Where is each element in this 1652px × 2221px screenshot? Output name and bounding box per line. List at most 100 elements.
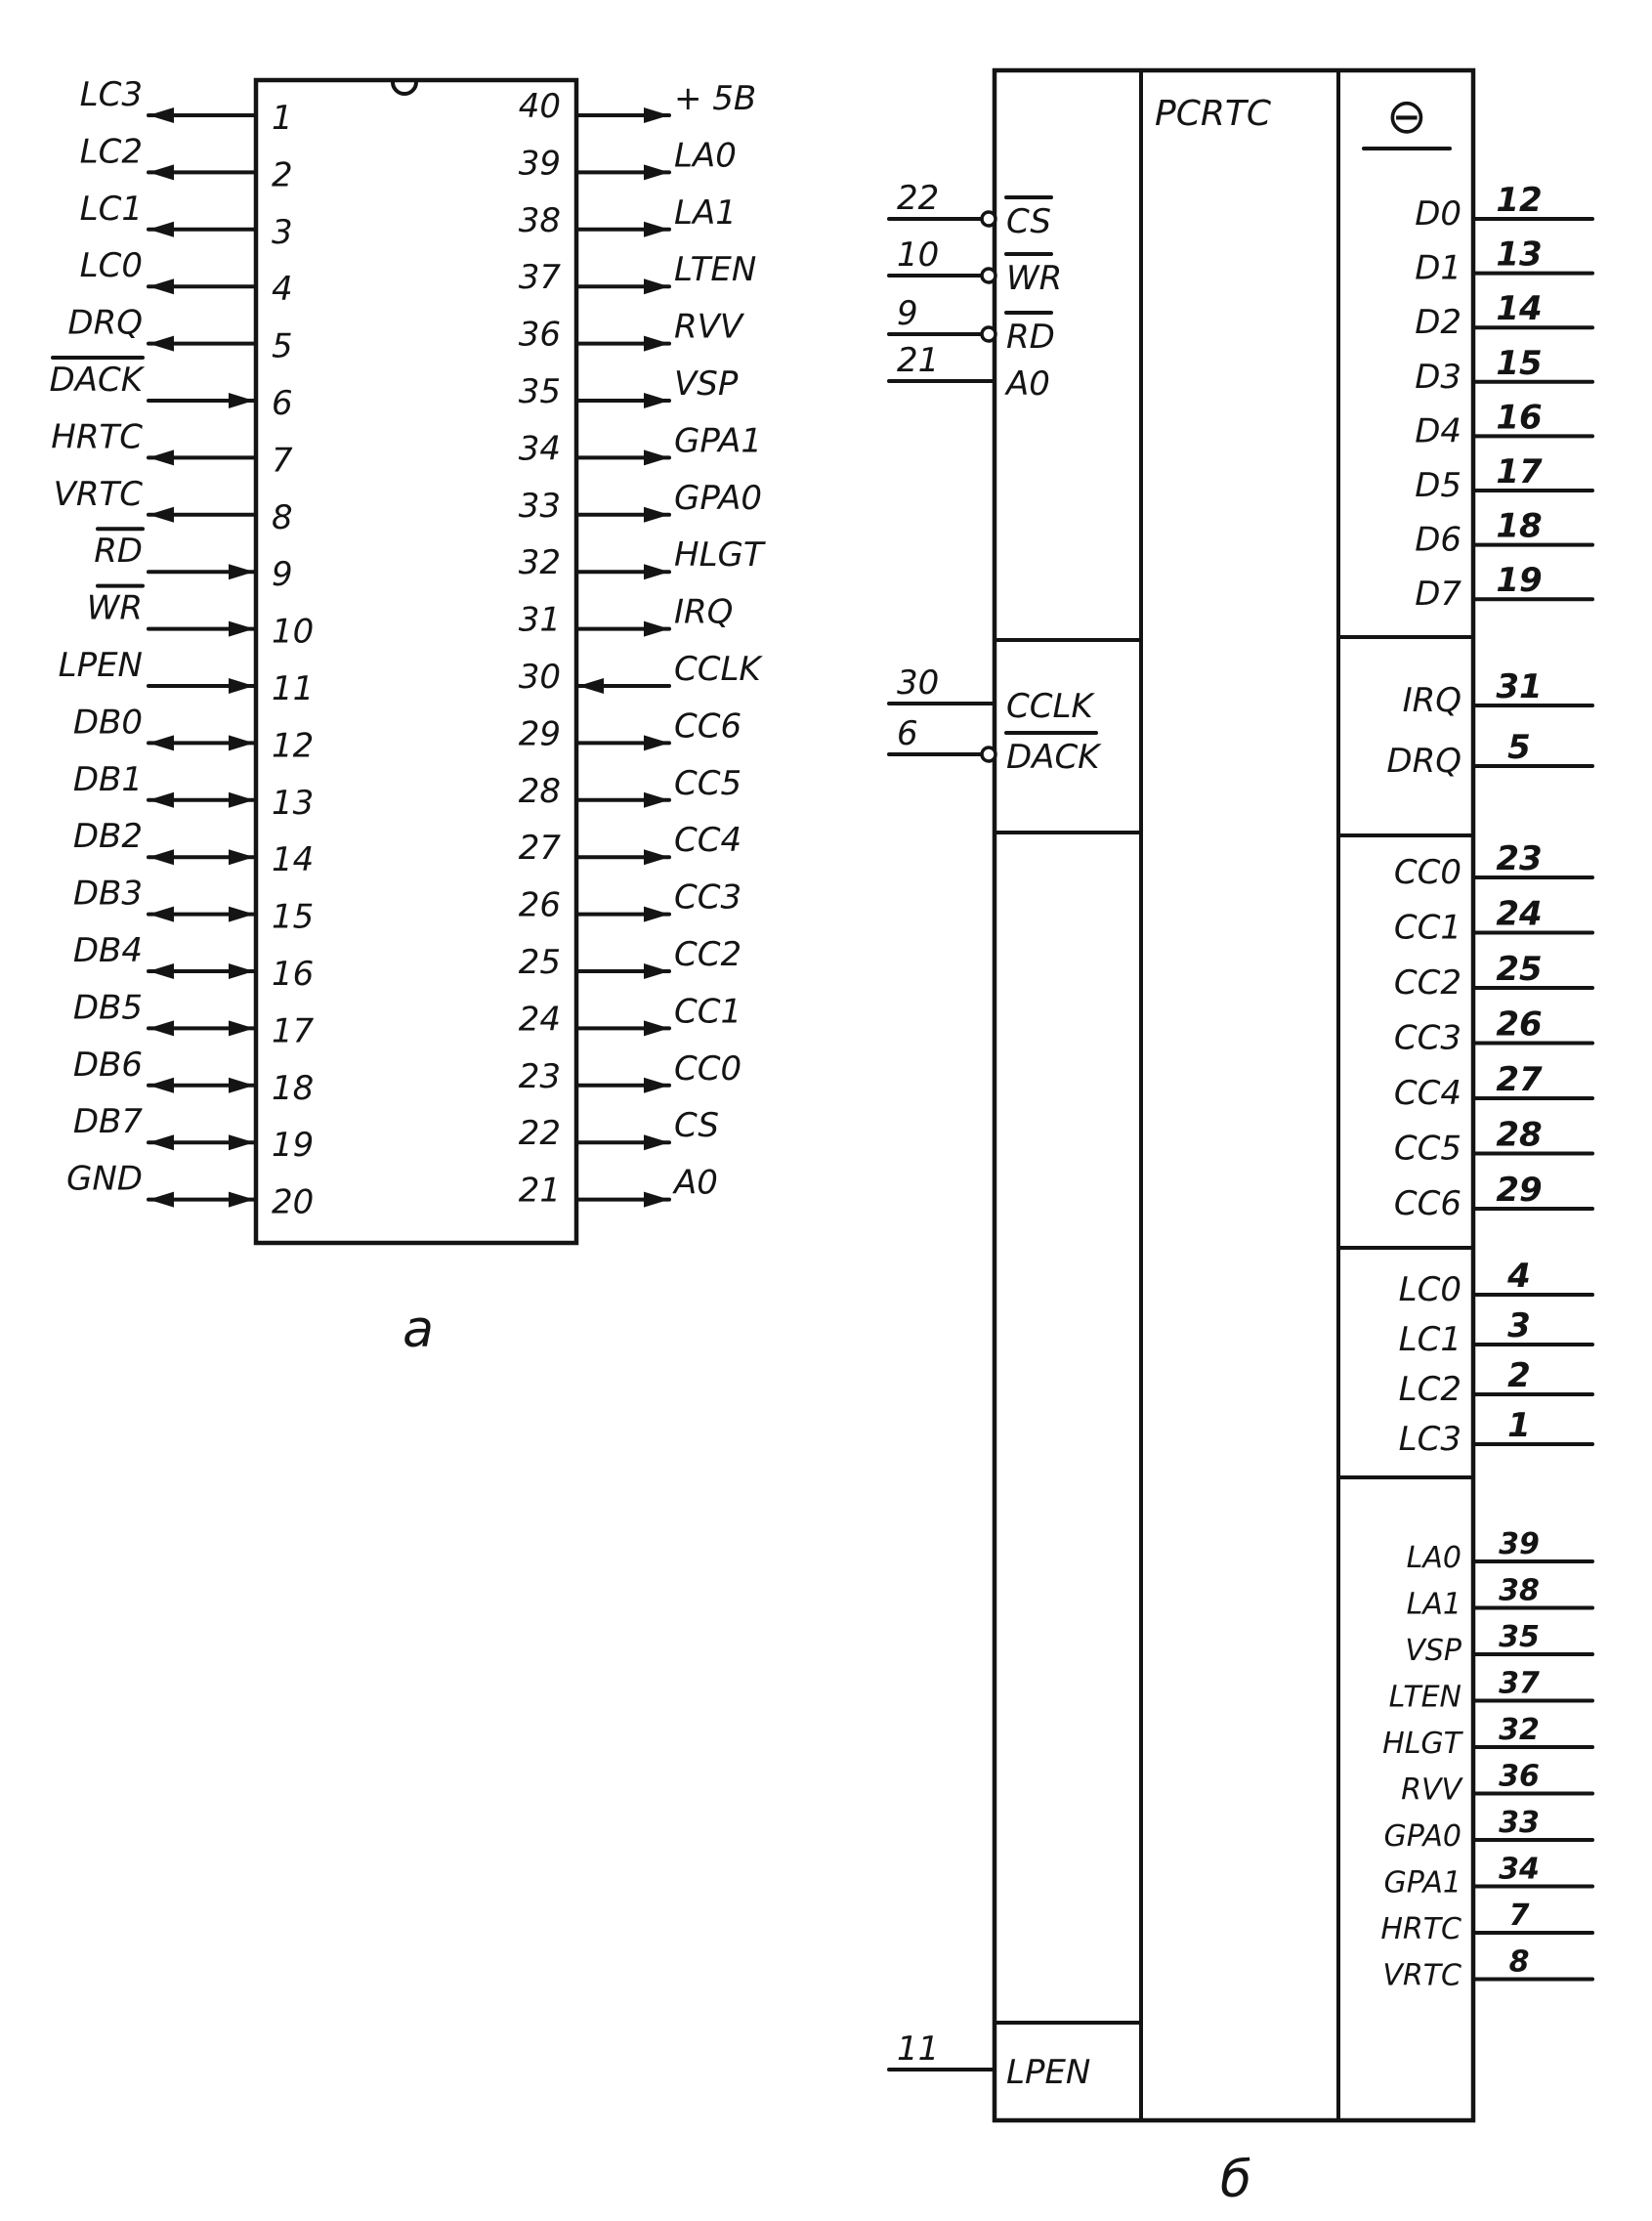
arrow-out-icon <box>644 791 669 808</box>
arrow-in-icon <box>229 678 254 694</box>
arrow-out-icon <box>148 1134 174 1151</box>
pin-b-label: LTEN <box>1389 1681 1461 1715</box>
arrow-out-icon <box>644 620 669 637</box>
arrow-out-icon <box>644 849 669 866</box>
pin-b-number: 13 <box>1496 235 1542 275</box>
arrow-in-icon <box>229 1077 254 1093</box>
pin-a-label: CS <box>674 1106 719 1145</box>
pin-a-label: GND <box>66 1160 143 1199</box>
pin-b-number: 34 <box>1499 1853 1540 1887</box>
pin-b-label: HRTC <box>1380 1912 1461 1946</box>
pin-b-label: CC4 <box>1394 1074 1461 1113</box>
pin-b-label: D4 <box>1415 411 1461 450</box>
arrow-out-icon <box>644 164 669 181</box>
pin-a-number: 5 <box>272 327 293 366</box>
pin-b-label: LA1 <box>1407 1588 1461 1622</box>
pin-a-number: 10 <box>272 613 314 652</box>
inversion-bubble-icon <box>980 267 997 284</box>
pin-a-number: 40 <box>519 87 561 126</box>
pin-a-number: 30 <box>519 658 561 697</box>
pin-a-label: LTEN <box>674 250 756 289</box>
pin-b-number: 35 <box>1499 1620 1540 1654</box>
pin-a-label: LC0 <box>80 246 143 285</box>
pin-b-label: HLGT <box>1382 1727 1464 1761</box>
pin-b-number: 22 <box>897 179 939 218</box>
pin-b-number: 4 <box>1506 1257 1531 1296</box>
pin-b-number: 17 <box>1496 452 1543 491</box>
pin-b-number: 32 <box>1499 1713 1540 1747</box>
arrow-out-icon <box>644 1191 669 1208</box>
pin-b-number: 30 <box>897 663 939 703</box>
pin-b-number: 3 <box>1507 1306 1531 1345</box>
figure-b-logic-symbol: PCRTC ⊖ 22CS10WR9RD21A030CCLK6DACK11LPEN… <box>887 67 1594 2209</box>
arrow-in-icon <box>578 678 604 694</box>
pin-b-number: 31 <box>1496 667 1542 706</box>
pin-b-label: VRTC <box>1382 1959 1461 1993</box>
pin-a-label: CC0 <box>674 1049 741 1089</box>
pin-b-label: GPA1 <box>1384 1866 1461 1901</box>
pin-b-number: 6 <box>897 714 918 753</box>
arrow-out-icon <box>148 449 174 466</box>
pin-b-number: 14 <box>1496 289 1542 328</box>
pin-b-label: CC5 <box>1394 1130 1461 1169</box>
caption-a: а <box>402 1301 434 1359</box>
arrow-in-icon <box>229 963 254 979</box>
pin-a-label: IRQ <box>674 593 733 632</box>
pin-b-number: 18 <box>1496 507 1542 546</box>
pin-a-number: 24 <box>519 1000 561 1039</box>
arrow-out-icon <box>644 564 669 580</box>
pin-b-label: D3 <box>1415 358 1461 397</box>
arrow-out-icon <box>644 278 669 295</box>
pin-a-number: 4 <box>272 270 293 309</box>
pin-a-number: 26 <box>519 886 561 925</box>
pin-a-number: 27 <box>519 829 562 868</box>
pin-b-number: 38 <box>1499 1574 1540 1608</box>
arrow-out-icon <box>148 849 174 866</box>
arrow-out-icon <box>644 1077 669 1093</box>
arrow-in-icon <box>229 620 254 637</box>
pin-b-number: 37 <box>1499 1667 1540 1701</box>
pin-b-number: 1 <box>1507 1406 1531 1445</box>
pin-a-number: 20 <box>272 1183 314 1222</box>
pin-a-number: 8 <box>272 498 293 537</box>
pin-b-label: RVV <box>1401 1773 1463 1808</box>
arrow-out-icon <box>148 335 174 352</box>
pin-b-number: 39 <box>1499 1527 1540 1561</box>
pin-a-label: HRTC <box>51 417 143 456</box>
caption-b: б <box>1220 2151 1251 2209</box>
pin-a-number: 15 <box>272 898 314 937</box>
pin-a-label: LA1 <box>674 193 737 233</box>
arrow-out-icon <box>644 221 669 237</box>
pin-b-label: CC0 <box>1394 853 1461 892</box>
arrow-out-icon <box>148 1191 174 1208</box>
pin-a-number: 19 <box>272 1126 314 1165</box>
pin-a-number: 32 <box>519 543 561 582</box>
pin-b-number: 2 <box>1507 1356 1531 1395</box>
pin-a-label: CC6 <box>674 706 741 746</box>
symbol-outer-box <box>992 67 1476 2123</box>
arrow-out-icon <box>644 335 669 352</box>
pin-a-number: 11 <box>272 669 314 708</box>
pin-b-label: LC1 <box>1399 1320 1461 1359</box>
pin-a-label: VRTC <box>54 475 144 514</box>
pin-a-label: DB0 <box>73 703 143 742</box>
pin-a-label: RD <box>94 532 143 571</box>
pin-a-number: 22 <box>519 1114 561 1153</box>
arrow-out-icon <box>148 506 174 523</box>
symbol-pins: 22CS10WR9RD21A030CCLK6DACK11LPEN12D013D1… <box>887 179 1594 2092</box>
pin-a-label: GPA1 <box>674 421 762 460</box>
pin-a-number: 9 <box>272 555 293 594</box>
pin-b-label: D2 <box>1415 303 1461 342</box>
pin-a-label: DB2 <box>73 817 143 856</box>
pin-b-number: 15 <box>1496 344 1542 383</box>
pin-a-number: 35 <box>519 372 561 411</box>
inversion-bubble-icon <box>980 746 997 763</box>
arrow-out-icon <box>148 791 174 808</box>
pin-b-number: 29 <box>1496 1171 1542 1210</box>
arrow-out-icon <box>644 393 669 408</box>
pin-b-label: LC2 <box>1399 1370 1461 1409</box>
inversion-bubble-icon <box>980 325 997 343</box>
arrow-in-icon <box>229 906 254 922</box>
left-pin-group: 1LC32LC23LC14LC05DRQ6DACK7HRTC8VRTC9RD10… <box>50 75 315 1222</box>
